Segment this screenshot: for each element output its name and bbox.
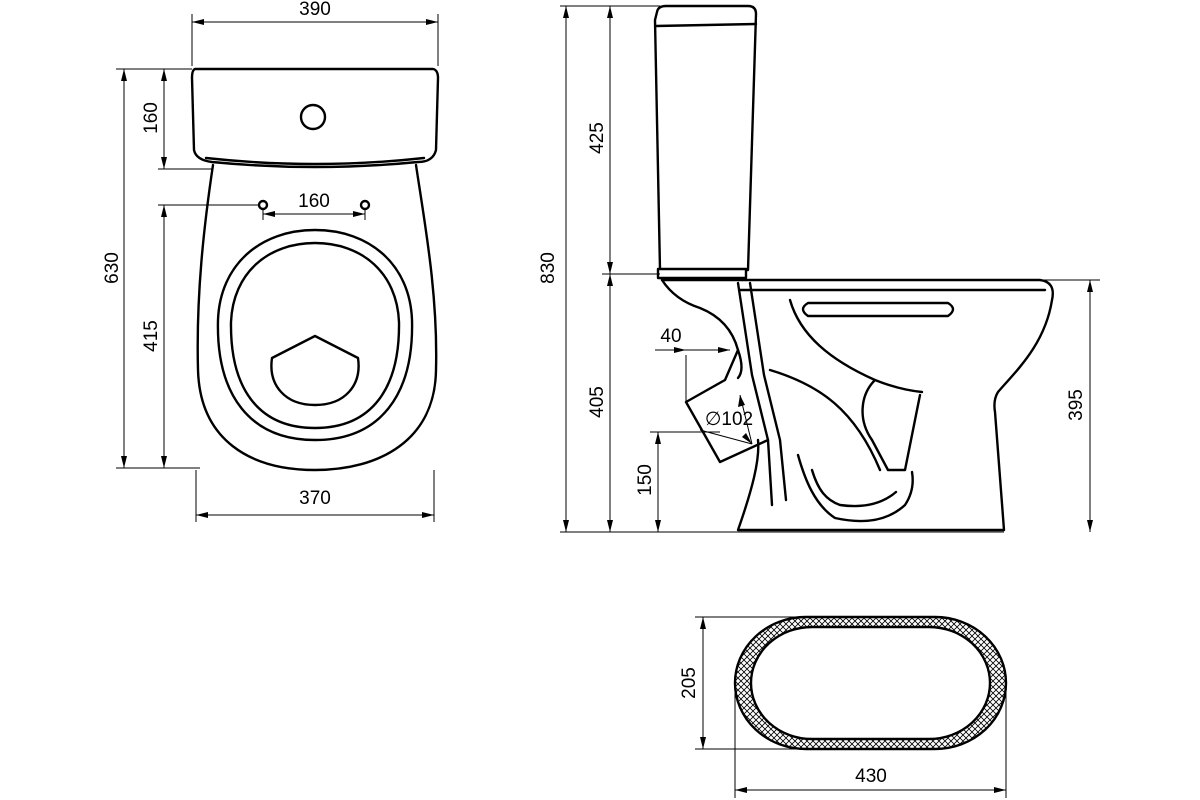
label-front-bowl-width: 370 xyxy=(299,488,331,509)
label-side-tank-height: 425 xyxy=(587,122,608,154)
dimension-lines xyxy=(116,5,1100,798)
label-front-tank-width: 390 xyxy=(299,0,331,20)
side-bowl-inner-curve xyxy=(788,298,924,394)
fixing-hole-right-icon xyxy=(359,199,371,211)
side-flush-pipe-front xyxy=(736,281,774,507)
base-footprint xyxy=(733,615,1008,751)
label-front-tank-height: 160 xyxy=(141,102,162,134)
label-front-total-height: 630 xyxy=(102,252,123,284)
label-side-bowl-height: 395 xyxy=(1066,389,1087,421)
label-side-total-height: 830 xyxy=(538,252,559,284)
label-base-depth: 205 xyxy=(679,667,700,699)
seat-inner xyxy=(229,241,401,430)
label-side-lower-height: 405 xyxy=(587,386,608,418)
side-siphon-inner xyxy=(810,468,898,508)
base-outer-outline xyxy=(733,615,1008,751)
side-bowl-outline xyxy=(660,278,1054,532)
label-outlet-offset: 40 xyxy=(660,326,681,347)
fixing-hole-left-icon xyxy=(257,199,269,211)
side-view xyxy=(653,4,1054,532)
side-flush-slot xyxy=(801,301,955,318)
side-siphon-lower xyxy=(796,453,914,523)
side-siphon-upper xyxy=(861,378,922,472)
side-flush-pipe-back xyxy=(748,281,788,502)
bowl-water-area xyxy=(270,334,360,407)
label-fixing-hole-spacing: 160 xyxy=(298,191,330,212)
front-bowl-outline xyxy=(196,163,438,472)
side-tank-lid-line xyxy=(654,22,758,28)
flush-button-icon xyxy=(299,103,327,131)
front-tank-lip xyxy=(204,156,426,166)
seat-outer xyxy=(216,228,414,442)
label-base-length: 430 xyxy=(855,766,887,787)
side-tank-base xyxy=(656,267,748,280)
base-inner-outline xyxy=(749,625,992,741)
side-outlet-neck xyxy=(736,348,743,380)
front-view xyxy=(190,67,440,472)
label-outlet-height: 150 xyxy=(635,464,656,496)
front-tank-outline xyxy=(190,67,440,169)
side-tank-outline xyxy=(653,4,758,272)
label-front-bowl-length: 415 xyxy=(141,320,162,352)
dimension-labels: 390 370 160 630 160 415 830 425 405 395 … xyxy=(102,0,1087,787)
label-outlet-diameter: ∅102 xyxy=(705,409,753,430)
side-bowl-inner-curve-2 xyxy=(768,368,882,472)
